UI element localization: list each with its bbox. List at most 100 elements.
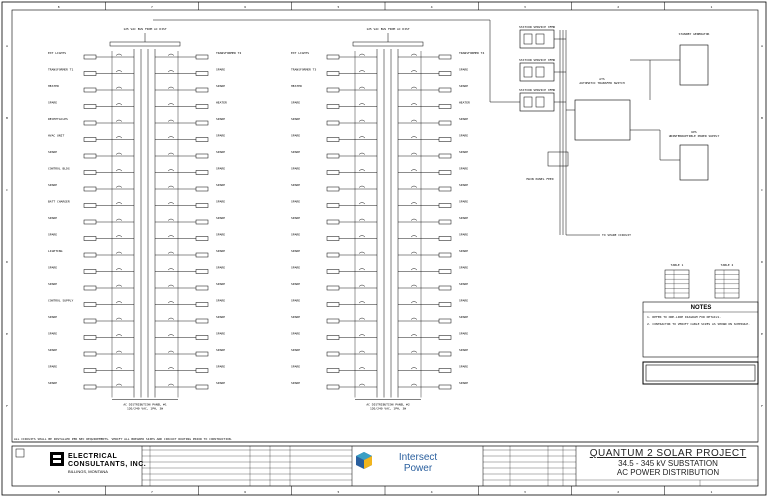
cable-tag: [438, 269, 452, 274]
breaker-icon: [358, 119, 366, 122]
cable-tag: [195, 87, 209, 93]
circuit-label-left: SPARE: [291, 150, 300, 154]
circuit-label-right: TRANSFORMER T4: [459, 51, 484, 55]
breaker-icon: [115, 301, 123, 304]
notes-box: [642, 301, 759, 358]
generator-block: STANDBY GENERATOR: [630, 32, 710, 100]
circuit-label-right: SPARE: [459, 249, 468, 253]
cable-tag: [326, 252, 340, 258]
schedule-table-2: TABLE 2: [714, 263, 740, 299]
cable-tag: [83, 269, 97, 274]
cable-tag: [195, 252, 209, 258]
circuit-label-right: SPARE: [459, 315, 468, 319]
circuit-label-right: SPARE: [216, 315, 225, 319]
breaker-icon: [115, 350, 123, 353]
circuit-label-left: SPARE: [291, 381, 300, 385]
generator-label: STANDBY GENERATOR: [679, 32, 710, 36]
circuit-label-right: SPARE: [459, 200, 468, 204]
cable-tag: [83, 71, 97, 76]
breaker-icon: [115, 185, 123, 188]
circuit-label-left: CONTROL BLDG: [48, 167, 70, 171]
circuit-label-right: SPARE: [216, 249, 225, 253]
breaker-icon: [358, 103, 366, 106]
cable-tag: [83, 219, 97, 225]
breaker-icon: [358, 218, 366, 221]
notes-title: NOTES: [690, 305, 712, 311]
cable-tag: [83, 137, 97, 142]
cable-tag: [195, 335, 209, 340]
grid-col-label: 7: [151, 5, 153, 9]
cable-tag: [195, 170, 209, 175]
cable-tag: [326, 137, 340, 142]
grid-row-label: C: [761, 188, 763, 192]
circuit-label-left: SPARE: [291, 233, 300, 237]
cable-tag: [438, 384, 452, 390]
panel-feed-label: MAIN PANEL FEED: [526, 177, 553, 181]
breaker-icon: [115, 317, 123, 320]
cable-tag: [438, 219, 452, 225]
circuit-label-right: SPARE: [216, 167, 225, 171]
breaker-icon: [358, 284, 366, 287]
circuit-label-right: SPARE: [459, 299, 468, 303]
breaker-icon: [115, 53, 123, 56]
circuit-label-left: SPARE: [291, 348, 300, 352]
cable-tag: [195, 302, 209, 307]
client-name-line1: Intersect: [398, 452, 438, 463]
cable-tag: [83, 351, 97, 357]
spare-feed-label: TO SPARE CIRCUIT: [602, 233, 631, 237]
circuit-label-right: SPARE: [216, 365, 225, 369]
circuit-label-left: SPARE: [291, 315, 300, 319]
circuit-label-left: BATT CHARGER: [48, 200, 70, 204]
cable-tag: [438, 153, 452, 159]
panel-footer-title: AC DISTRIBUTION PANEL #1: [123, 403, 167, 407]
cable-tag: [195, 368, 209, 373]
cable-tag: [195, 318, 209, 324]
breaker-icon: [115, 334, 123, 337]
breaker-icon: [167, 301, 175, 304]
cable-tag: [195, 203, 209, 208]
grid-col-label: 7: [151, 490, 153, 494]
grid-col-label: 1: [710, 490, 712, 494]
company-name-line2: CONSULTANTS, INC.: [68, 461, 147, 468]
breaker-icon: [410, 202, 418, 205]
circuit-label-left: RECEPTACLES: [48, 117, 68, 121]
client-name-line2: Power: [403, 463, 433, 474]
breaker-icon: [167, 86, 175, 89]
cable-tag: [83, 54, 97, 60]
ats-desc: AUTOMATIC TRANSFER SWITCH: [579, 81, 624, 85]
table-title: TABLE 2: [721, 263, 734, 267]
source-label: STATION SERVICE XFMR: [519, 58, 555, 62]
cable-tag: [195, 186, 209, 192]
breaker-icon: [167, 169, 175, 172]
breaker-icon: [358, 136, 366, 139]
cable-tag: [195, 153, 209, 159]
circuit-label-right: SPARE: [216, 233, 225, 237]
circuit-label-right: SPARE: [216, 84, 225, 88]
circuit-label-right: SPARE: [216, 381, 225, 385]
circuit-label-right: SPARE: [459, 183, 468, 187]
cable-tag: [326, 236, 340, 241]
cable-tag: [83, 318, 97, 324]
breaker-icon: [115, 70, 123, 73]
circuit-label-left: EXT LIGHTS: [48, 51, 66, 55]
circuit-label-left: SPARE: [48, 216, 57, 220]
cable-tag: [326, 203, 340, 208]
source-breaker-2: STATION SERVICE XFMR: [519, 58, 566, 82]
company-location: BILLINGS, MONTANA: [68, 469, 108, 474]
circuit-label-left: SPARE: [291, 134, 300, 138]
breaker-icon: [410, 367, 418, 370]
grid-col-label: 2: [617, 5, 619, 9]
breaker-icon: [410, 350, 418, 353]
breaker-icon: [115, 86, 123, 89]
ups-label: UPS: [691, 130, 697, 134]
circuit-label-right: SPARE: [459, 150, 468, 154]
client-name: Intersect Power: [388, 452, 448, 474]
circuit-label-right: SPARE: [216, 266, 225, 270]
breaker-icon: [167, 350, 175, 353]
cable-tag: [438, 335, 452, 340]
circuit-label-right: SPARE: [216, 134, 225, 138]
grid-col-label: 8: [58, 5, 60, 9]
